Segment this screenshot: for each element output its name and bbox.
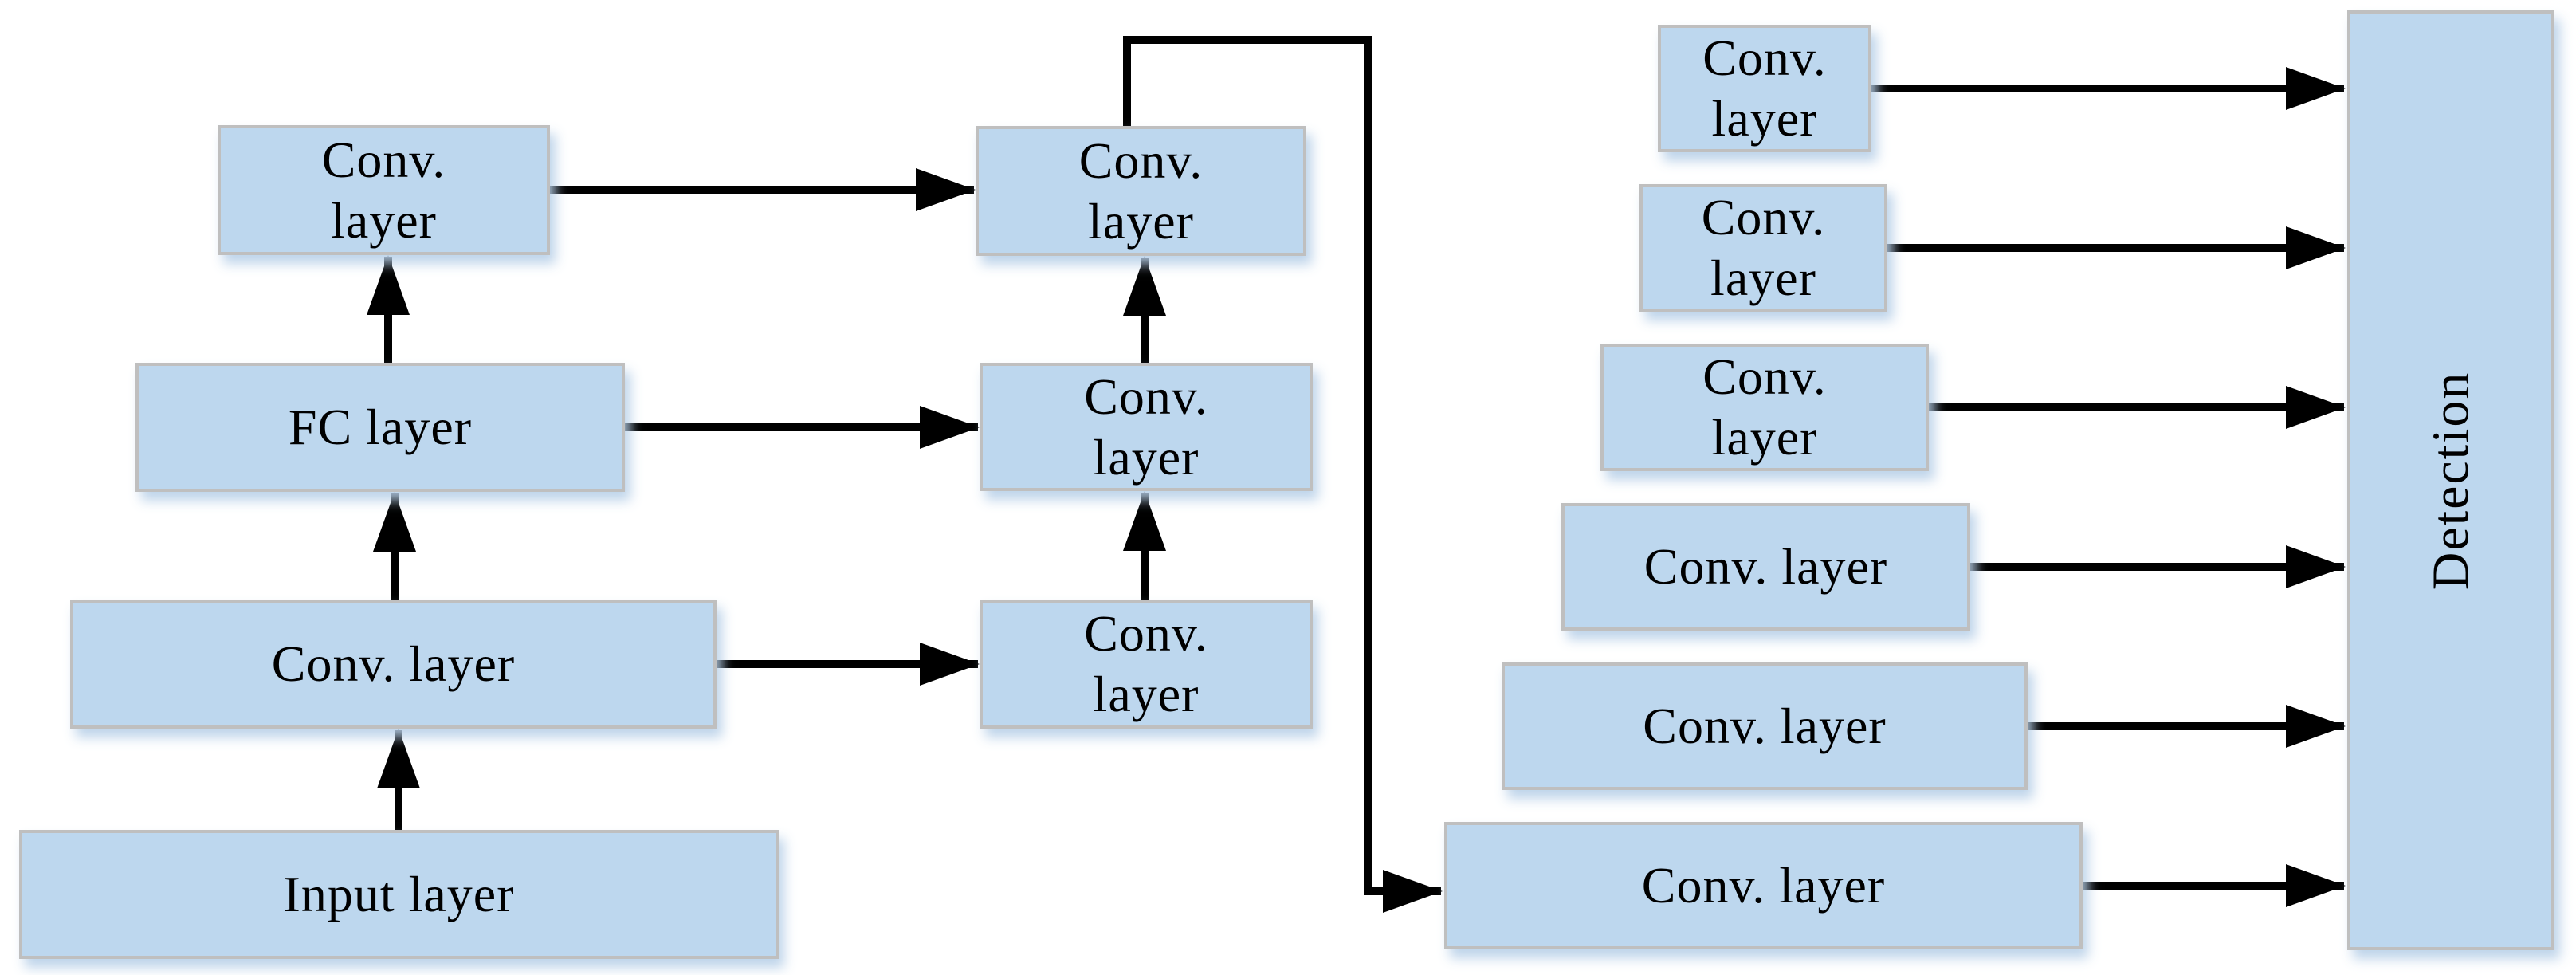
node-mid-conv-layer-top: Conv. layer — [976, 126, 1306, 256]
node-input-layer: Input layer — [19, 830, 779, 959]
node-right-conv-layer-5: Conv. layer — [1502, 662, 2028, 790]
node-right-conv-layer-3: Conv. layer — [1600, 344, 1929, 471]
elbow-midtop-to-right-bottom-conv — [1123, 36, 1443, 913]
node-detection: Detection — [2347, 10, 2554, 950]
node-fc-layer: FC layer — [135, 363, 625, 492]
node-right-conv-layer-4: Conv. layer — [1561, 503, 1970, 631]
node-left-conv-layer-wide: Conv. layer — [70, 600, 717, 729]
node-right-conv-layer-6: Conv. layer — [1444, 822, 2083, 949]
node-left-conv-layer-top: Conv. layer — [218, 125, 550, 255]
node-right-conv-layer-2: Conv. layer — [1639, 184, 1887, 312]
detection-label: Detection — [2421, 371, 2480, 590]
node-mid-conv-layer-bottom: Conv. layer — [980, 600, 1313, 729]
node-right-conv-layer-1: Conv. layer — [1658, 25, 1871, 152]
node-mid-conv-layer-middle: Conv. layer — [980, 363, 1313, 491]
